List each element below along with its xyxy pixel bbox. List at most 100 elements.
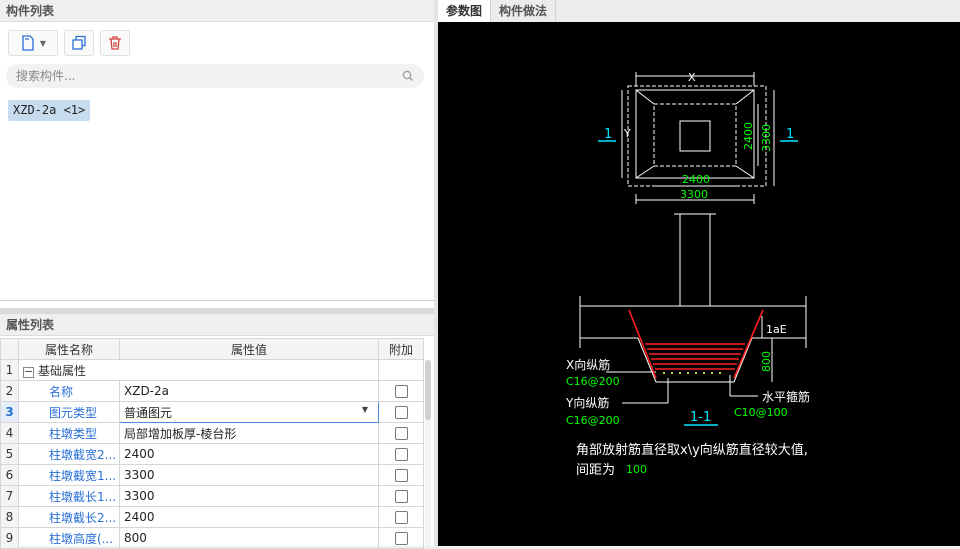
property-value-select[interactable]: 普通图元▼ bbox=[119, 401, 379, 423]
row-index: 9 bbox=[0, 527, 19, 549]
group-cell[interactable]: −基础属性 bbox=[18, 359, 379, 381]
y-bar-label: Y向纵筋 bbox=[565, 395, 609, 410]
component-search bbox=[6, 64, 424, 88]
chevron-down-icon[interactable]: ▼ bbox=[39, 38, 47, 48]
copy-component-button[interactable] bbox=[64, 30, 94, 56]
group-extra-cell bbox=[378, 359, 424, 381]
extra-checkbox[interactable] bbox=[394, 448, 408, 461]
left-panel: 构件列表 ▼ XZD-2a <1> bbox=[0, 0, 434, 549]
drawing-tabs: 参数图 构件做法 bbox=[438, 0, 960, 22]
row-index: 8 bbox=[0, 506, 19, 528]
table-row: 7 柱墩截长1... 3300 bbox=[0, 485, 424, 507]
property-name: 图元类型 bbox=[18, 401, 120, 423]
property-table: 属性名称 属性值 附加 1 −基础属性 2 名称 XZD-2a 3 图元类型 普… bbox=[0, 338, 424, 549]
property-name: 柱墩截宽1... bbox=[18, 464, 120, 486]
extra-checkbox[interactable] bbox=[394, 427, 408, 440]
stirrup-value: C10@100 bbox=[734, 406, 788, 419]
column-header-name[interactable]: 属性名称 bbox=[18, 338, 120, 360]
table-row: 3 图元类型 普通图元▼ bbox=[0, 401, 424, 423]
table-row: 2 名称 XZD-2a bbox=[0, 380, 424, 402]
new-file-icon bbox=[22, 35, 34, 51]
extra-cell bbox=[378, 422, 424, 444]
extra-checkbox[interactable] bbox=[394, 469, 408, 482]
extra-cell bbox=[378, 380, 424, 402]
tab-parameter-drawing[interactable]: 参数图 bbox=[438, 0, 492, 22]
extra-cell bbox=[378, 443, 424, 465]
table-row: 8 柱墩截长2... 2400 bbox=[0, 506, 424, 528]
search-input[interactable] bbox=[16, 69, 402, 83]
search-icon[interactable] bbox=[402, 70, 414, 82]
extra-checkbox[interactable] bbox=[394, 406, 408, 419]
x-bar-value: C16@200 bbox=[566, 375, 620, 388]
table-row: 5 柱墩截宽2... 2400 bbox=[0, 443, 424, 465]
property-value[interactable]: 2400 bbox=[119, 443, 379, 465]
row-index: 2 bbox=[0, 380, 19, 402]
plan-height-inner: 2400 bbox=[742, 122, 755, 150]
property-list-header: 属性列表 bbox=[0, 314, 434, 336]
component-list-item[interactable]: XZD-2a <1> bbox=[8, 100, 91, 121]
property-name: 柱墩类型 bbox=[18, 422, 120, 444]
plan-x-label: X bbox=[688, 71, 696, 84]
row-index: 5 bbox=[0, 443, 19, 465]
row-index: 6 bbox=[0, 464, 19, 486]
copy-icon bbox=[72, 35, 86, 50]
corner-cell bbox=[0, 338, 19, 360]
lae-label: 1aE bbox=[766, 323, 787, 336]
property-scrollbar[interactable] bbox=[425, 360, 431, 546]
extra-cell bbox=[378, 506, 424, 528]
plan-y-label: Y bbox=[623, 127, 631, 140]
property-name: 柱墩高度(... bbox=[18, 527, 120, 549]
vertical-splitter[interactable] bbox=[434, 0, 438, 546]
plan-width-outer: 3300 bbox=[680, 188, 708, 201]
table-row: 9 柱墩高度(... 800 bbox=[0, 527, 424, 549]
parameter-drawing: X Y 1 1 2400 3300 2400 3300 1aE 800 X向纵筋… bbox=[565, 71, 810, 478]
plan-width-inner: 2400 bbox=[682, 173, 710, 186]
note-line-1: 角部放射筋直径取x\y向纵筋直径较大值, bbox=[576, 442, 808, 458]
panel-splitter[interactable] bbox=[0, 300, 434, 314]
section-height: 800 bbox=[760, 351, 773, 372]
row-index: 1 bbox=[0, 359, 19, 381]
property-name: 柱墩截长2... bbox=[18, 506, 120, 528]
delete-component-button[interactable] bbox=[100, 30, 130, 56]
property-value[interactable]: XZD-2a bbox=[119, 380, 379, 402]
extra-checkbox[interactable] bbox=[394, 490, 408, 503]
component-toolbar: ▼ bbox=[8, 30, 130, 56]
note-line-2: 间距为 bbox=[576, 463, 615, 478]
y-bar-value: C16@200 bbox=[566, 414, 620, 427]
column-header-value[interactable]: 属性值 bbox=[119, 338, 379, 360]
section-title: 1-1 bbox=[690, 410, 711, 425]
dropdown-arrow-icon[interactable]: ▼ bbox=[361, 405, 368, 414]
trash-icon bbox=[109, 36, 121, 50]
tab-component-method[interactable]: 构件做法 bbox=[491, 0, 557, 22]
new-component-button[interactable]: ▼ bbox=[8, 30, 58, 56]
note-value: 100 bbox=[626, 463, 647, 476]
property-value[interactable]: 2400 bbox=[119, 506, 379, 528]
table-row: 6 柱墩截宽1... 3300 bbox=[0, 464, 424, 486]
property-group-row: 1 −基础属性 bbox=[0, 359, 424, 381]
right-panel: 参数图 构件做法 bbox=[438, 0, 960, 546]
property-value[interactable]: 3300 bbox=[119, 464, 379, 486]
row-index: 7 bbox=[0, 485, 19, 507]
property-name: 柱墩截长1... bbox=[18, 485, 120, 507]
extra-checkbox[interactable] bbox=[394, 385, 408, 398]
property-value[interactable]: 局部增加板厚-棱台形 bbox=[119, 422, 379, 444]
table-row: 4 柱墩类型 局部增加板厚-棱台形 bbox=[0, 422, 424, 444]
component-list-header: 构件列表 bbox=[0, 0, 434, 22]
scrollbar-thumb[interactable] bbox=[425, 360, 431, 420]
property-list-header-wrap: 属性列表 bbox=[0, 314, 434, 336]
collapse-icon[interactable]: − bbox=[23, 364, 34, 378]
x-bar-label: X向纵筋 bbox=[566, 357, 610, 372]
section-mark-right: 1 bbox=[786, 127, 794, 142]
row-index: 4 bbox=[0, 422, 19, 444]
property-table-header: 属性名称 属性值 附加 bbox=[0, 338, 424, 360]
extra-checkbox[interactable] bbox=[394, 532, 408, 545]
property-value[interactable]: 800 bbox=[119, 527, 379, 549]
column-header-extra[interactable]: 附加 bbox=[378, 338, 424, 360]
extra-cell bbox=[378, 527, 424, 549]
property-value[interactable]: 3300 bbox=[119, 485, 379, 507]
property-name: 柱墩截宽2... bbox=[18, 443, 120, 465]
extra-cell bbox=[378, 401, 424, 423]
row-index: 3 bbox=[0, 401, 19, 423]
property-name: 名称 bbox=[18, 380, 120, 402]
extra-checkbox[interactable] bbox=[394, 511, 408, 524]
